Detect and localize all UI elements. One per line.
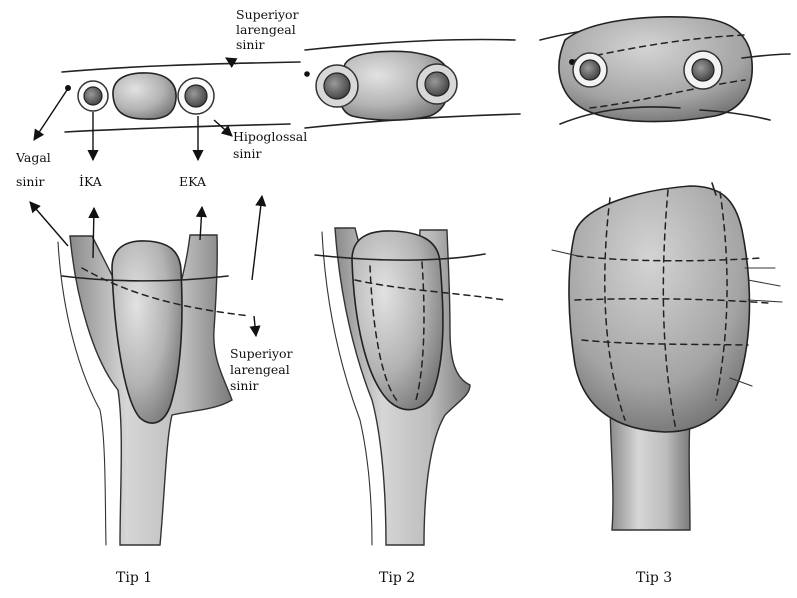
- type2-longitudinal-view: [315, 228, 505, 545]
- eca-label: EKA: [179, 174, 207, 189]
- svg-text:larengeal: larengeal: [236, 22, 296, 37]
- type3-cross-section: [540, 17, 790, 124]
- svg-text:larengeal: larengeal: [230, 362, 290, 377]
- vagal-nerve-dot: [65, 85, 71, 91]
- type2-caption: Tip 2: [379, 570, 415, 586]
- svg-text:sinir: sinir: [16, 174, 44, 189]
- type3-longitudinal-view: [552, 183, 782, 530]
- type1-caption: Tip 1: [116, 570, 152, 586]
- ica-cross-section: [78, 81, 108, 111]
- tumor-cross-section: [113, 73, 176, 119]
- svg-text:Superiyor: Superiyor: [236, 7, 299, 22]
- svg-text:sinir: sinir: [230, 378, 258, 393]
- type1-cross-section: [62, 62, 300, 132]
- type1-longitudinal-view: [58, 235, 250, 545]
- svg-text:Vagal: Vagal: [15, 150, 51, 165]
- superior-laryngeal-nerve-label-top: Superiyor larengeal sinir: [236, 7, 299, 52]
- svg-text:Superiyor: Superiyor: [230, 346, 293, 361]
- superior-laryngeal-nerve-label-bottom: Superiyor larengeal sinir: [230, 346, 293, 393]
- hypoglossal-nerve-label: Hipoglossal sinir: [233, 129, 307, 161]
- eca-cross-section: [178, 78, 214, 114]
- svg-text:sinir: sinir: [233, 146, 261, 161]
- svg-text:sinir: sinir: [236, 37, 264, 52]
- ica-label: İKA: [79, 174, 103, 189]
- type3-caption: Tip 3: [636, 570, 672, 586]
- svg-text:Hipoglossal: Hipoglossal: [233, 129, 307, 144]
- vagal-nerve-label: Vagal sinir: [15, 150, 51, 189]
- type2-cross-section: [304, 39, 520, 128]
